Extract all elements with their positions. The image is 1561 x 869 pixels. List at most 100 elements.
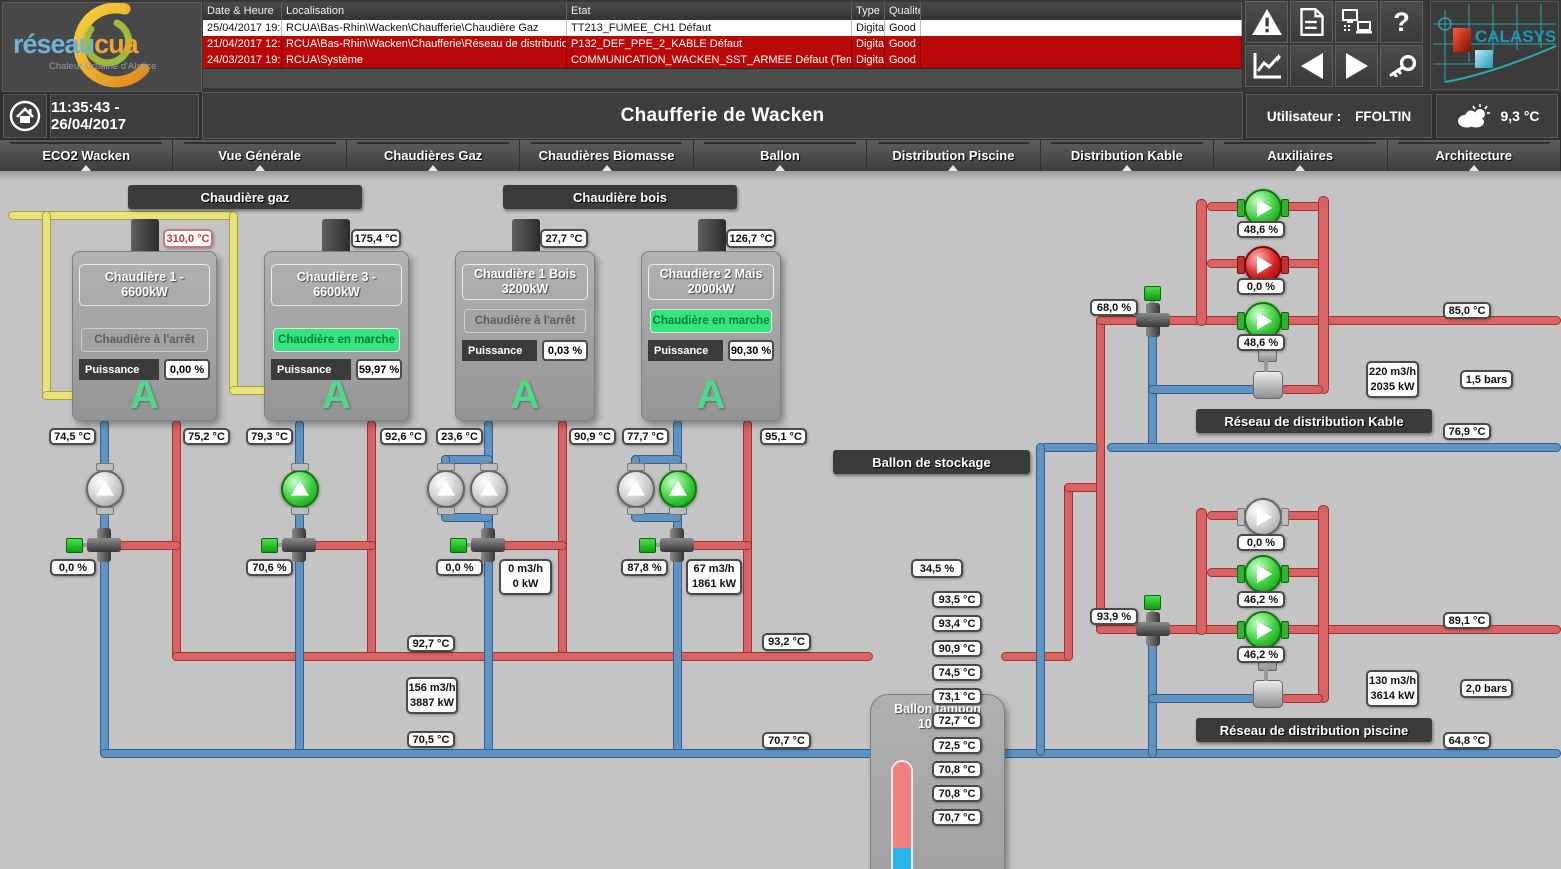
header-supply-temp: 93,2 °C — [762, 633, 811, 651]
boiler-pump[interactable] — [86, 470, 124, 508]
return-temp-readout: 64,8 °C — [1443, 732, 1491, 749]
trend-button[interactable] — [1245, 45, 1288, 87]
tab-architecture[interactable]: Architecture — [1388, 140, 1561, 171]
valve-position-readout: 70,6 % — [246, 559, 293, 576]
boiler-pump[interactable] — [470, 470, 508, 508]
logo-tagline: Chaleur Urbaine d'Alsace — [49, 61, 156, 72]
pump-speed-readout: 48,6 % — [1237, 221, 1285, 238]
help-button[interactable]: ? — [1380, 1, 1423, 43]
boiler-pump[interactable] — [427, 470, 465, 508]
supply-temp-readout: 92,6 °C — [380, 428, 427, 445]
three-way-valve[interactable] — [471, 528, 505, 562]
distribution-riser-pipe — [1096, 316, 1105, 634]
previous-icon — [1301, 53, 1323, 79]
svg-text:CALASYS: CALASYS — [1475, 27, 1556, 46]
auto-mode-indicator: A — [73, 373, 216, 418]
gas-section-header: Chaudière gaz — [128, 185, 362, 209]
return-temp-readout: 79,3 °C — [246, 428, 293, 445]
column-header-date[interactable]: Date & Heure — [203, 2, 282, 20]
home-icon — [9, 100, 41, 132]
boiler-name: Chaudière 1 Bois3200kW — [462, 264, 588, 300]
storage-section-header: Ballon de stockage — [833, 450, 1030, 474]
boiler-pump[interactable] — [617, 470, 655, 508]
tab-chaudieres-biomasse[interactable]: Chaudières Biomasse — [520, 140, 693, 171]
login-button[interactable] — [1380, 45, 1423, 87]
pump-speed-readout: 0,0 % — [1237, 278, 1285, 295]
riser-pipe — [1064, 483, 1073, 661]
piscine-manifold — [1196, 508, 1207, 635]
weather-display: 9,3 °C — [1436, 94, 1558, 138]
boiler-status: Chaudière à l'arrêt — [464, 309, 586, 333]
piscine-pump-1[interactable] — [1244, 498, 1282, 536]
supply-temp-readout: 75,2 °C — [183, 428, 230, 445]
previous-button[interactable] — [1290, 45, 1333, 87]
home-button[interactable] — [3, 94, 47, 138]
three-way-valve[interactable] — [87, 528, 121, 562]
return-header-pipe — [1001, 749, 1561, 758]
piscine-three-way-valve[interactable] — [1136, 612, 1170, 646]
three-way-valve[interactable] — [282, 528, 316, 562]
kable-flow-power-readout: 220 m3/h2035 kW — [1366, 361, 1419, 398]
kable-manifold — [1196, 199, 1207, 326]
valve-position-readout: 93,9 % — [1090, 608, 1138, 625]
tank-temp-readout: 93,5 °C — [932, 591, 982, 608]
column-header-type[interactable]: Type — [852, 2, 885, 20]
tab-auxiliaires[interactable]: Auxiliaires — [1214, 140, 1387, 171]
tab-distribution-kable[interactable]: Distribution Kable — [1041, 140, 1214, 171]
boiler-wood-1[interactable]: Chaudière 1 Bois3200kW Chaudière à l'arr… — [455, 251, 595, 421]
column-header-etat[interactable]: Etat — [567, 2, 852, 20]
valve-actuator-icon — [1144, 595, 1161, 610]
kable-return-pipe — [1107, 443, 1561, 452]
boiler-gas-1[interactable]: Chaudière 1 - 6600kW Chaudière à l'arrêt… — [72, 251, 217, 421]
valve-actuator-icon — [1144, 286, 1161, 301]
valve-position-readout: 87,8 % — [621, 559, 668, 576]
alarm-table-header: Date & Heure Localisation Etat Type Qual… — [203, 2, 1242, 20]
report-button[interactable] — [1290, 1, 1333, 43]
boiler-gas-3[interactable]: Chaudière 3 - 6600kW Chaudière en marche… — [264, 251, 409, 421]
tab-distribution-piscine[interactable]: Distribution Piscine — [867, 140, 1040, 171]
weather-cloud-sun-icon — [1454, 103, 1490, 129]
tab-ballon[interactable]: Ballon — [694, 140, 867, 171]
piscine-section-header[interactable]: Réseau de distribution piscine — [1196, 718, 1432, 742]
alarm-row[interactable]: 21/04/2017 12:17 RCUA\Bas-Rhin\Wacken\Ch… — [203, 36, 1242, 52]
alarm-button[interactable] — [1245, 1, 1288, 43]
kable-return-pipe — [1040, 443, 1098, 452]
three-way-valve[interactable] — [660, 528, 694, 562]
tab-vue-generale[interactable]: Vue Générale — [173, 140, 346, 171]
tank-temp-readout: 90,9 °C — [932, 640, 982, 657]
boiler-pump[interactable] — [659, 470, 697, 508]
kable-section-header[interactable]: Réseau de distribution Kable — [1196, 409, 1432, 433]
piscine-flow-power-readout: 130 m3/h3614 kW — [1366, 670, 1419, 707]
alarm-row[interactable]: 25/04/2017 19:43 RCUA\Bas-Rhin\Wacken\Ch… — [203, 20, 1242, 36]
column-header-localisation[interactable]: Localisation — [282, 2, 567, 20]
return-temp-readout: 23,6 °C — [436, 428, 483, 445]
header-flow-power: 156 m3/h3887 kW — [406, 677, 458, 714]
kable-three-way-valve[interactable] — [1136, 303, 1170, 337]
gas-pipe — [229, 386, 269, 395]
pump-speed-readout: 0,0 % — [1237, 534, 1285, 551]
column-header-qualite[interactable]: Qualité — [885, 2, 921, 20]
piscine-meter-pipe — [1281, 694, 1323, 703]
next-button[interactable] — [1335, 45, 1378, 87]
boiler-name: Chaudière 2 Mais2000kW — [648, 264, 774, 300]
tank-temp-readout: 70,7 °C — [932, 809, 982, 826]
piscine-pump-3[interactable] — [1244, 611, 1282, 649]
piscine-pump-2[interactable] — [1244, 555, 1282, 593]
return-header-pipe — [100, 749, 874, 758]
network-button[interactable] — [1335, 1, 1378, 43]
datetime-display: 11:35:43 - 26/04/2017 — [50, 94, 199, 138]
kable-manifold — [1318, 196, 1329, 394]
tab-chaudieres-gaz[interactable]: Chaudières Gaz — [347, 140, 520, 171]
top-band: réseaucua Chaleur Urbaine d'Alsace Date … — [0, 0, 1561, 93]
boiler-pump[interactable] — [281, 470, 319, 508]
reseaucua-logo: réseaucua Chaleur Urbaine d'Alsace — [2, 2, 202, 92]
user-display: Utilisateur : FFOLTIN — [1246, 94, 1432, 138]
tab-eco2-wacken[interactable]: ECO2 Wacken — [0, 140, 173, 171]
header-supply-temp: 92,7 °C — [407, 635, 455, 652]
boiler-corn-2[interactable]: Chaudière 2 Mais2000kW Chaudière en marc… — [641, 251, 781, 421]
chimney — [512, 219, 540, 252]
alarm-row[interactable]: 24/03/2017 19:07 RCUA\Système COMMUNICAT… — [203, 52, 1242, 68]
auto-mode-indicator: A — [456, 373, 594, 418]
valve-actuator-icon — [66, 538, 83, 553]
